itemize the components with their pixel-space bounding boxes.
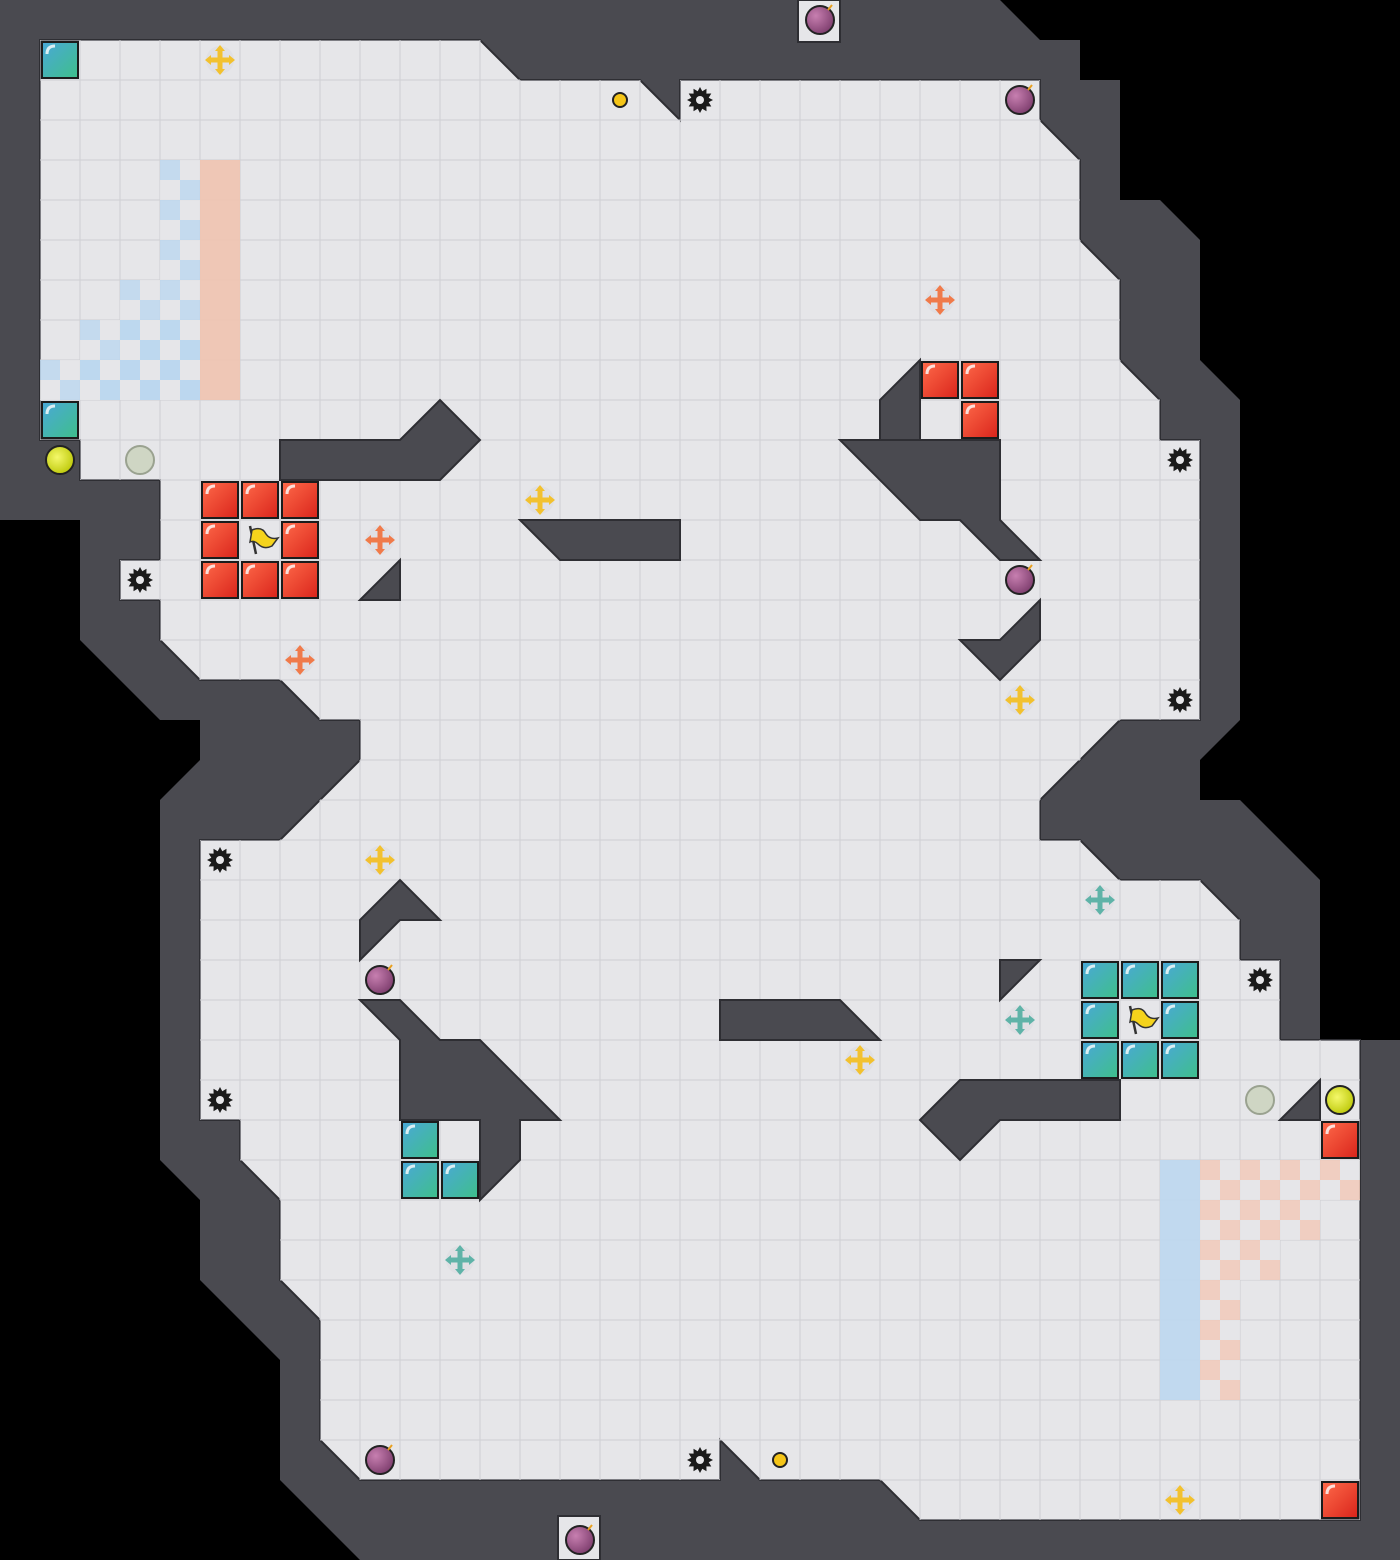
teal-tile bbox=[401, 1161, 439, 1199]
teal-tile bbox=[41, 401, 79, 439]
powerup-icon bbox=[612, 92, 628, 108]
bomb-icon bbox=[1005, 84, 1035, 115]
interior-wall bbox=[719, 999, 883, 1041]
red-tile bbox=[961, 361, 999, 399]
spike-icon bbox=[207, 1087, 233, 1113]
boost-icon bbox=[1165, 1485, 1195, 1515]
button-icon bbox=[45, 445, 75, 475]
bomb-icon bbox=[365, 964, 395, 995]
red-tile bbox=[281, 481, 319, 519]
spike-icon bbox=[1247, 967, 1273, 993]
spike-icon bbox=[1167, 687, 1193, 713]
boost-icon bbox=[1085, 885, 1115, 915]
teal-tile bbox=[1081, 1041, 1119, 1079]
blue-endzone bbox=[40, 160, 200, 400]
boost-icon bbox=[525, 485, 555, 515]
red-tile bbox=[961, 401, 999, 439]
interior-wall bbox=[918, 1079, 1121, 1162]
teal-tile bbox=[1121, 1041, 1159, 1079]
boost-icon bbox=[1005, 685, 1035, 715]
boost-icon bbox=[365, 525, 395, 555]
interior-wall bbox=[999, 959, 1043, 1003]
spike-icon bbox=[1167, 447, 1193, 473]
teal-tile bbox=[1081, 1001, 1119, 1039]
red-tile bbox=[241, 481, 279, 519]
spike-icon bbox=[127, 567, 153, 593]
interior-wall bbox=[957, 597, 1041, 682]
red-tile bbox=[1321, 1121, 1359, 1159]
interior-wall bbox=[357, 557, 401, 601]
bomb-icon bbox=[565, 1524, 595, 1555]
interior-wall bbox=[837, 439, 1043, 561]
boost-icon bbox=[285, 645, 315, 675]
teal-tile bbox=[1121, 961, 1159, 999]
boost-icon bbox=[445, 1245, 475, 1275]
interior-wall bbox=[357, 999, 563, 1203]
bomb-icon bbox=[365, 1444, 395, 1475]
red-tile bbox=[281, 561, 319, 599]
flag-icon bbox=[1128, 1005, 1160, 1035]
interior-wall bbox=[279, 398, 482, 481]
boost-icon bbox=[845, 1045, 875, 1075]
teal-tile bbox=[401, 1121, 439, 1159]
teal-tile bbox=[1161, 1001, 1199, 1039]
boost-icon bbox=[925, 285, 955, 315]
powerup-icon bbox=[772, 1452, 788, 1468]
teal-tile bbox=[1161, 961, 1199, 999]
interior-wall bbox=[517, 519, 681, 561]
red-tile bbox=[201, 481, 239, 519]
bomb-icon bbox=[805, 4, 835, 35]
interior-wall bbox=[359, 878, 443, 963]
teal-tile bbox=[1161, 1041, 1199, 1079]
red-tile bbox=[201, 521, 239, 559]
interior-wall bbox=[1277, 1077, 1321, 1121]
red-endzone bbox=[200, 160, 240, 400]
red-tile bbox=[281, 521, 319, 559]
bomb-icon bbox=[1005, 564, 1035, 595]
portal-icon bbox=[125, 445, 155, 475]
teal-tile bbox=[41, 41, 79, 79]
boost-icon bbox=[365, 845, 395, 875]
red-tile bbox=[201, 561, 239, 599]
button-icon bbox=[1325, 1085, 1355, 1115]
flag-icon bbox=[248, 525, 280, 555]
red-tile bbox=[1321, 1481, 1359, 1519]
blue-endzone-column bbox=[1160, 1160, 1200, 1400]
spike-icon bbox=[207, 847, 233, 873]
spike-icon bbox=[687, 87, 713, 113]
teal-tile bbox=[441, 1161, 479, 1199]
teal-tile bbox=[1081, 961, 1119, 999]
boost-icon bbox=[1005, 1005, 1035, 1035]
boost-icon bbox=[205, 45, 235, 75]
portal-icon bbox=[1245, 1085, 1275, 1115]
red-tile bbox=[241, 561, 279, 599]
red-tile bbox=[921, 361, 959, 399]
spike-icon bbox=[687, 1447, 713, 1473]
red-endzone-checker bbox=[1200, 1160, 1360, 1400]
